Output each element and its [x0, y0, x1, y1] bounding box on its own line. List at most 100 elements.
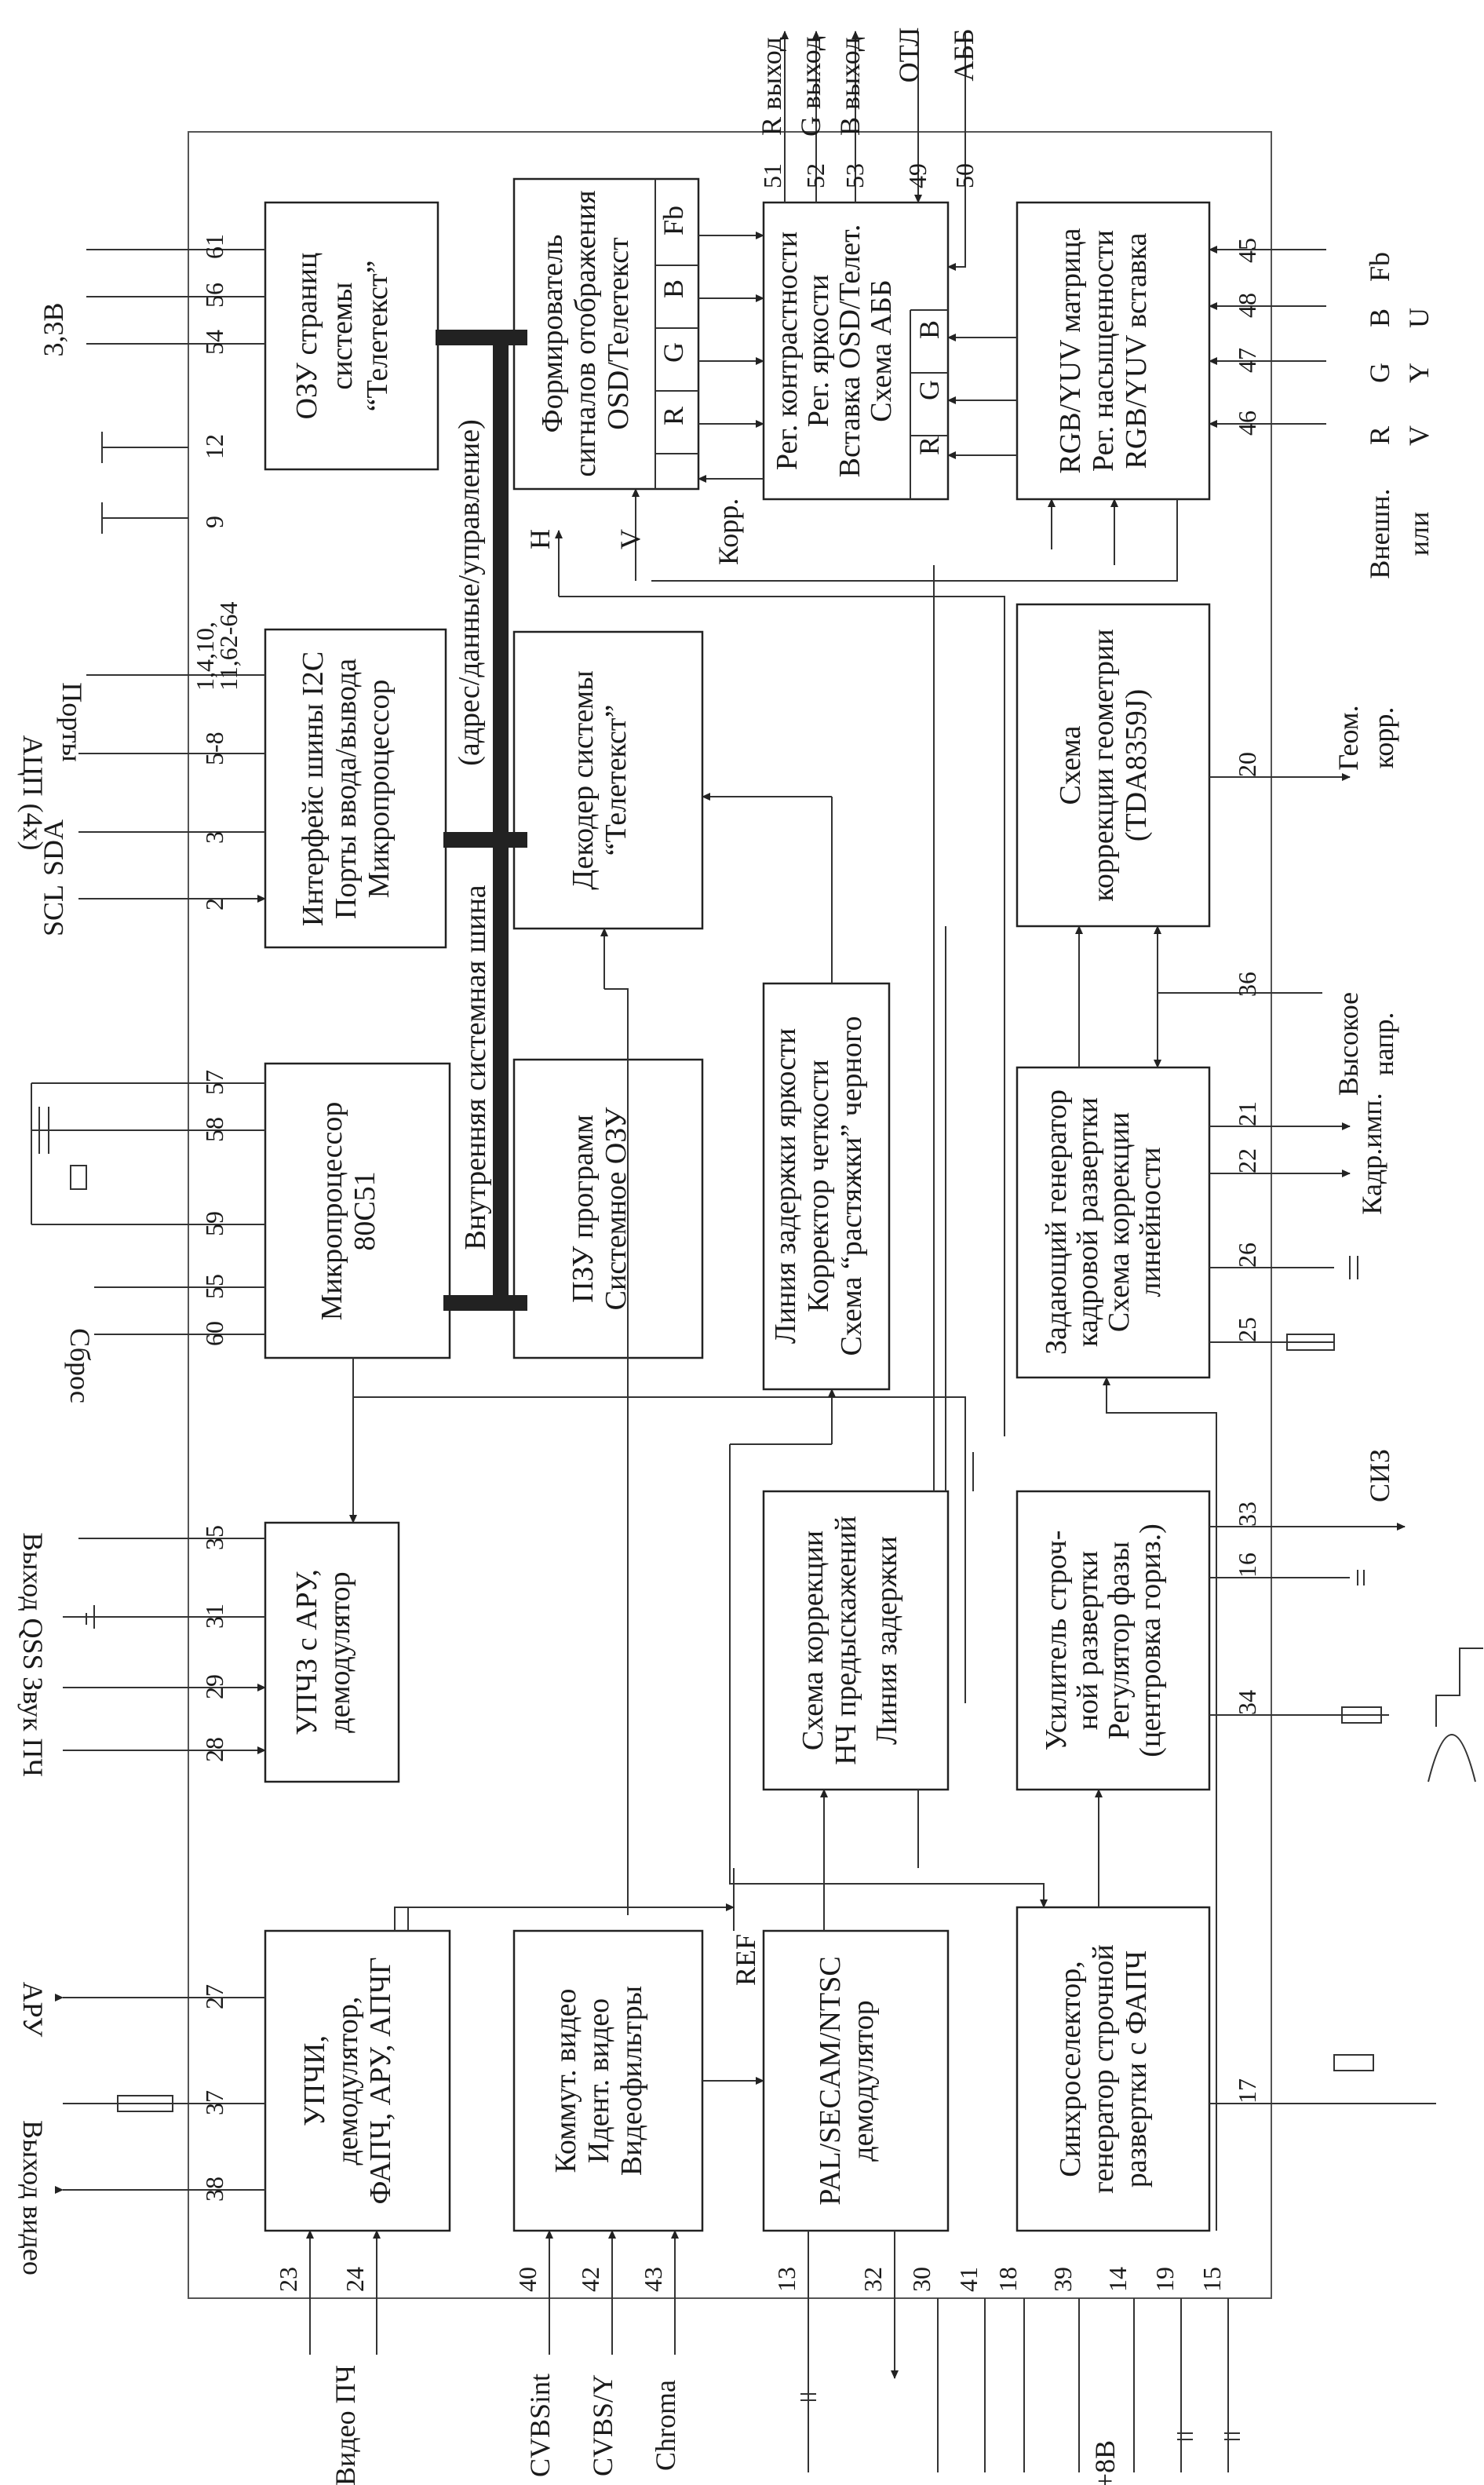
block-luma-line3: Схема “растяжки” черного: [835, 1016, 868, 1356]
label-b-out: B выход: [834, 37, 866, 136]
label-geom-1: Геом.: [1333, 705, 1364, 770]
pin-27: 27: [200, 1984, 228, 2009]
block-geom-line3: (TDA8359J): [1120, 689, 1153, 841]
pin-53: 53: [840, 163, 869, 188]
signal-labels-top: R выход G выход B выход ОТЛ АББ: [756, 27, 979, 137]
label-g-out: G выход: [795, 36, 826, 137]
pins-bottom: [306, 2230, 1229, 2472]
pin-9: 9: [200, 516, 228, 528]
pin-15: 15: [1198, 2267, 1226, 2292]
label-vert-pulse: Кадр.имп.: [1356, 1093, 1387, 1214]
pin-30: 30: [907, 2267, 935, 2292]
pin-54: 54: [200, 330, 228, 355]
block-horiz-amp: Усилитель строч- ной развертки Регулятор…: [1015, 1490, 1211, 1791]
block-sound-line1: УПЧЗ с АРУ,: [290, 1569, 323, 1735]
pin-5-8: 5-8: [200, 732, 228, 765]
block-mcu-line1: Микропроцессор: [315, 1102, 348, 1321]
block-contrast-line1: Рег. контрастности: [771, 232, 804, 470]
block-horiz-line3: Регулятор фазы: [1103, 1542, 1136, 1740]
block-geom-line2: коррекции геометрии: [1087, 629, 1120, 901]
pin-11-62-64: 11,62-64: [214, 602, 242, 691]
block-luma-line2: Корректор четкости: [802, 1060, 835, 1312]
block-rgb-line3: RGB/YUV вставка: [1120, 232, 1153, 469]
pin-58: 58: [200, 1117, 228, 1142]
pin-40: 40: [513, 2267, 541, 2292]
signal-labels-left: 3,3В Порты АЦП (4x) SDA SCL Сброс Выход …: [17, 302, 96, 2275]
pin-36: 36: [1233, 972, 1261, 997]
pin-25: 25: [1233, 1317, 1261, 1342]
pin-46: 46: [1233, 411, 1261, 436]
pin-21: 21: [1233, 1101, 1261, 1126]
block-rgb-line2: Рег. насыщенности: [1087, 230, 1120, 472]
pin-16: 16: [1233, 1553, 1261, 1578]
label-siz: СИЗ: [1364, 1449, 1395, 1502]
ct-g-label: G: [913, 380, 945, 400]
pin-50: 50: [950, 163, 979, 188]
label-adc: АЦП (4x): [17, 735, 49, 851]
block-horiz-line1: Усилитель строч-: [1040, 1531, 1073, 1751]
signal-labels-bottom: Видео ПЧ CVBSint CVBS/Y Chroma +8В: [330, 2365, 1121, 2485]
pins-right: [1209, 246, 1436, 2104]
label-v-signal: V: [614, 529, 646, 549]
pin-24: 24: [341, 2267, 369, 2292]
connections: [349, 232, 1322, 2231]
pin-labels-top: 51 52 53 49 50: [758, 163, 979, 188]
pin-23: 23: [274, 2267, 302, 2292]
label-qss-out: Выход QSS: [17, 1532, 49, 1669]
block-contrast: Рег. контрастности Рег. яркости Вставка …: [762, 201, 950, 501]
label-otl: ОТЛ: [893, 27, 924, 83]
label-agc: АРУ: [17, 1982, 49, 2038]
pin-45: 45: [1233, 238, 1261, 263]
block-lf-correction: Схема коррекции НЧ предыскажений Линия з…: [762, 1490, 950, 1791]
pin-3: 3: [200, 831, 228, 844]
block-sync-line2: генератор строчной: [1087, 1944, 1120, 2193]
label-v: V: [1403, 425, 1435, 446]
pin-29: 29: [200, 1674, 228, 1699]
pin-34: 34: [1233, 1690, 1261, 1715]
block-vert-line2: кадровой развертки: [1071, 1097, 1104, 1347]
pin-39: 39: [1048, 2267, 1077, 2292]
label-cvbs-y: CVBS/Y: [587, 2374, 618, 2476]
block-rgb-matrix: RGB/YUV матрица Рег. насыщенности RGB/YU…: [1015, 201, 1211, 501]
pin-20: 20: [1233, 752, 1261, 777]
label-scl: SCL: [38, 885, 69, 936]
block-vif-line2: демодулятор,: [331, 1997, 364, 2166]
block-osd-line1: Формирователь: [536, 235, 569, 433]
label-g: G: [1364, 363, 1395, 383]
block-pal-secam: PAL/SECAM/NTSC демодулятор: [762, 1929, 950, 2232]
block-ozu-teletext: ОЗУ страниц системы “Телетекст”: [264, 201, 439, 471]
pin-60: 60: [200, 1321, 228, 1346]
block-vsw-line3: Видеофильтры: [615, 1986, 648, 2176]
pin-18: 18: [994, 2267, 1022, 2292]
block-i2c: Интерфейс шины I2C Порты ввода/вывода Ми…: [264, 628, 447, 949]
internal-bus: Внутренняя системная шина (адрес/данные/…: [436, 330, 527, 1311]
block-i2c-line2: Порты ввода/вывода: [330, 659, 363, 919]
pin-2: 2: [200, 898, 228, 910]
block-contrast-line3: Вставка OSD/Телет.: [833, 224, 866, 478]
label-reset: Сброс: [64, 1328, 96, 1403]
block-lf-line1: Схема коррекции: [797, 1531, 830, 1750]
pin-42: 42: [576, 2267, 604, 2292]
block-geom-line1: Схема: [1054, 725, 1087, 805]
pin-labels-right: 45 48 47 46 20 36 21 22 26 25 33 16 34 1…: [1233, 238, 1261, 2104]
pin-47: 47: [1233, 348, 1261, 373]
pin-31: 31: [200, 1604, 228, 1629]
label-video-if: Видео ПЧ: [330, 2365, 361, 2485]
pin-49: 49: [903, 163, 932, 188]
pin-59: 59: [200, 1211, 228, 1236]
block-teletext-decoder: Декодер системы “Телетекст”: [512, 630, 704, 930]
pin-labels-bottom: 23 24 40 42 43 13 32 30 41 18 39 14 19 1…: [274, 2267, 1226, 2292]
block-osd-line2: сигналов отображения: [569, 190, 602, 476]
pin-56: 56: [200, 283, 228, 308]
block-vsw-line2: Идент. видео: [582, 1998, 615, 2163]
internal-labels: H V Корр. REF: [524, 498, 761, 1986]
label-plus8v: +8В: [1089, 2440, 1121, 2485]
block-vert-gen: Задающий генератор кадровой развертки Сх…: [1015, 1066, 1211, 1379]
pin-51: 51: [758, 163, 786, 188]
label-y: Y: [1403, 363, 1435, 383]
label-geom-2: корр.: [1368, 707, 1399, 769]
block-sync-sel: Синхроселектор, генератор строчной разве…: [1015, 1906, 1211, 2232]
pin-41: 41: [954, 2267, 983, 2292]
pin-labels-left: 61 56 54 12 9 1,4,10, 11,62-64 5-8 3 2 5…: [191, 234, 242, 2202]
